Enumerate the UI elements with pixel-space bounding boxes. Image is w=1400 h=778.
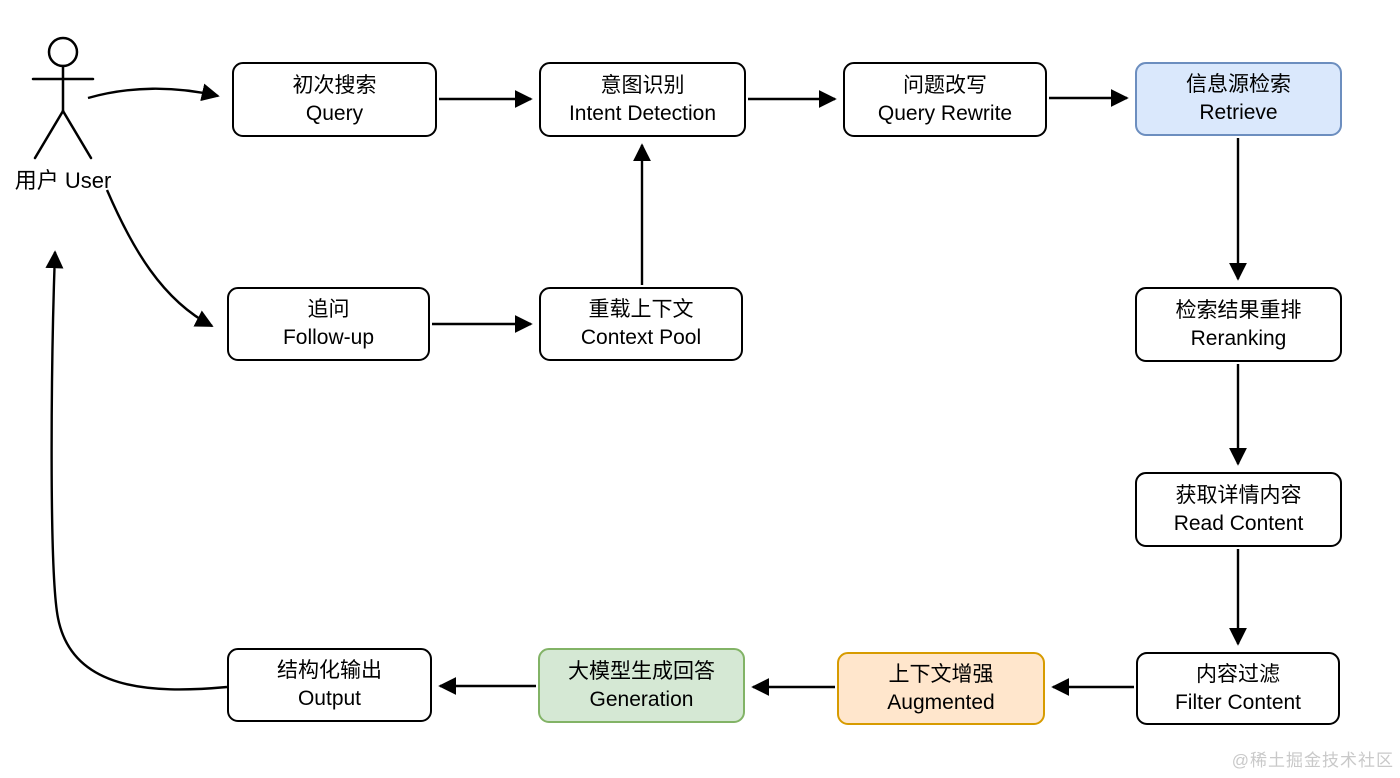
user-label-zh: 用户 <box>14 168 59 193</box>
node-output: 结构化输出 Output <box>227 648 432 722</box>
node-filter-content-zh: 内容过滤 <box>1196 662 1280 686</box>
edge-user-to-query <box>87 83 220 102</box>
node-read-content-en: Read Content <box>1173 511 1304 535</box>
node-context-pool-zh: 重载上下文 <box>588 298 694 322</box>
node-read-content: 获取详情内容 Read Content <box>1135 472 1342 547</box>
node-query-zh: 初次搜索 <box>292 73 377 97</box>
node-augmented-zh: 上下文增强 <box>888 662 994 686</box>
node-rewrite-zh: 问题改写 <box>903 73 987 97</box>
edge-output-to-user <box>45 250 228 691</box>
node-query-en: Query <box>305 101 364 125</box>
node-context-pool: 重载上下文 Context Pool <box>539 287 743 361</box>
node-filter-content-en: Filter Content <box>1174 690 1302 714</box>
node-query-rewrite: 问题改写 Query Rewrite <box>843 62 1047 137</box>
node-augmented: 上下文增强 Augmented <box>837 652 1045 725</box>
node-rewrite-en: Query Rewrite <box>877 101 1013 125</box>
node-generation: 大模型生成回答 Generation <box>538 648 745 723</box>
user-label-en: User <box>64 168 112 193</box>
node-reranking-zh: 检索结果重排 <box>1175 298 1302 322</box>
node-intent-zh: 意图识别 <box>600 73 685 97</box>
node-output-zh: 结构化输出 <box>277 659 382 683</box>
node-intent-detection: 意图识别 Intent Detection <box>539 62 746 137</box>
node-filter-content: 内容过滤 Filter Content <box>1136 652 1340 725</box>
watermark: @稀土掘金技术社区 <box>1231 751 1394 770</box>
node-generation-en: Generation <box>589 687 694 711</box>
node-reranking: 检索结果重排 Reranking <box>1135 287 1342 362</box>
node-reranking-en: Reranking <box>1190 326 1287 350</box>
node-generation-zh: 大模型生成回答 <box>568 659 715 683</box>
node-intent-en: Intent Detection <box>568 101 717 125</box>
node-output-en: Output <box>297 687 362 710</box>
node-retrieve-en: Retrieve <box>1199 101 1278 124</box>
person-icon <box>31 36 95 160</box>
node-follow-up: 追问 Follow-up <box>227 287 430 361</box>
node-augmented-en: Augmented <box>887 690 995 714</box>
node-followup-en: Follow-up <box>282 326 375 349</box>
node-retrieve-zh: 信息源检索 <box>1186 73 1291 97</box>
user-label: 用户 User <box>13 166 113 196</box>
node-read-content-zh: 获取详情内容 <box>1175 483 1302 507</box>
edge-user-to-followup <box>105 189 214 328</box>
node-query: 初次搜索 Query <box>232 62 437 137</box>
node-followup-zh: 追问 <box>307 298 350 322</box>
node-retrieve: 信息源检索 Retrieve <box>1135 62 1342 136</box>
node-context-pool-en: Context Pool <box>580 326 702 349</box>
